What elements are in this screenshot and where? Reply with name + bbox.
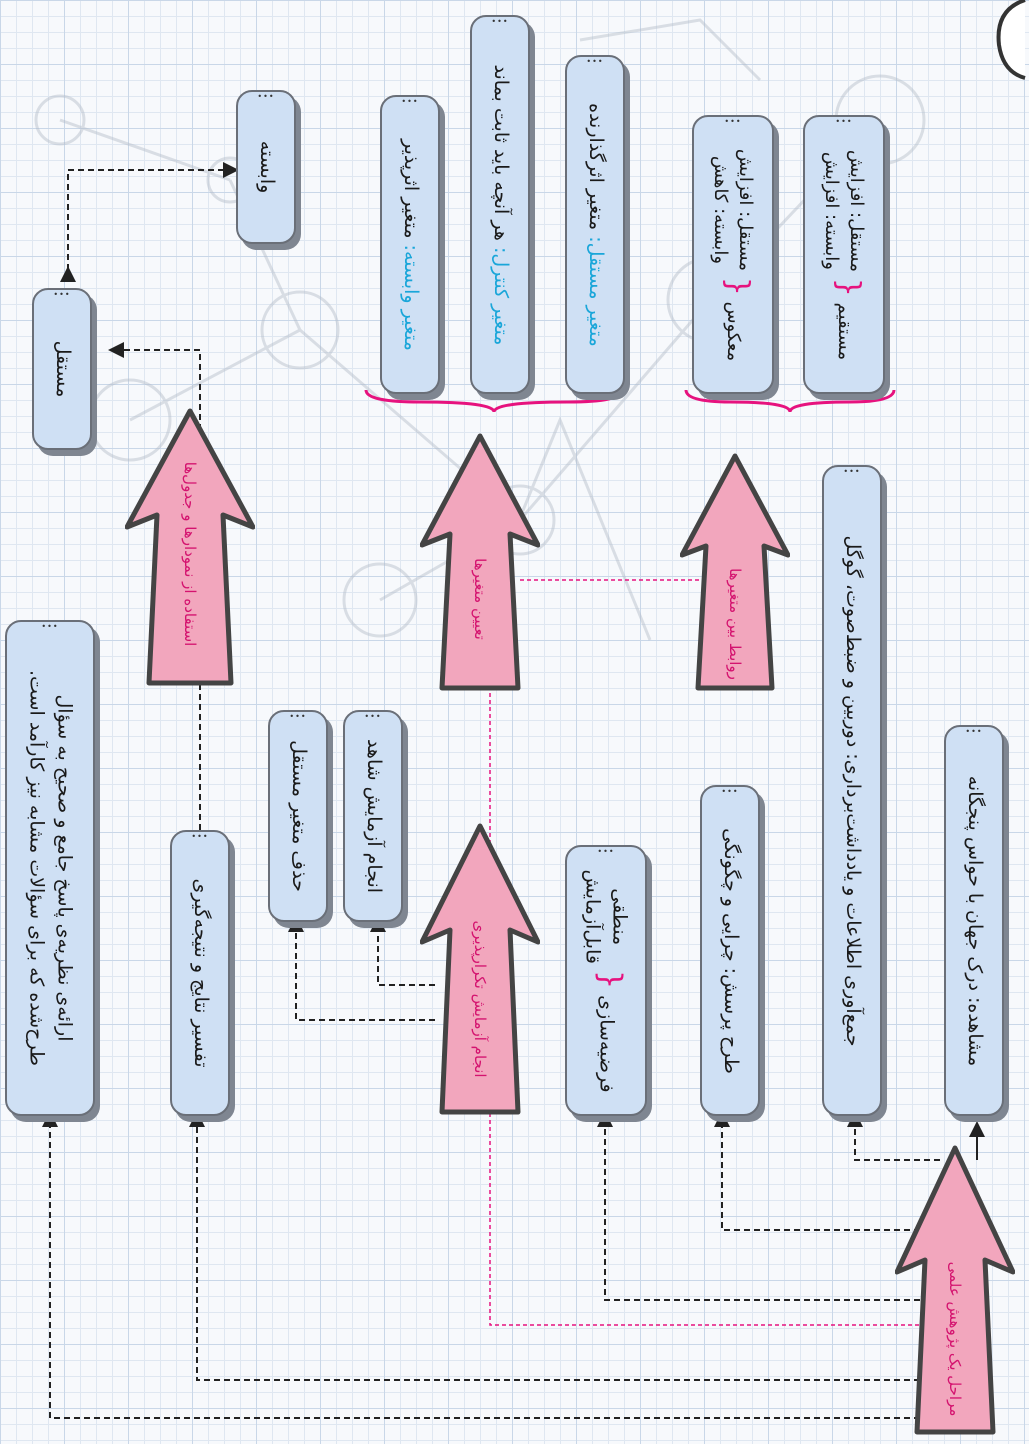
repeat-arrow-label: انجام آزمایش تکرارپذیری [471,920,489,1078]
theory-text: ارائه‌ی نظریه‌ی پاسخ جامع و صحیح به سؤال… [26,669,76,1067]
independent-label: مستقل [51,340,74,398]
data-collection-text: جمع‌آوری اطلاعات و یادداشت‌برداری: دوربی… [841,535,864,1046]
relations-arrow-shape [679,453,791,691]
direct-relation-text: مستقیم { مستقل: افزایش وابسته: افزایش [821,149,868,360]
control-variable-label: متغیر کنترل: [489,246,512,345]
variables-arrow-shape [419,433,541,691]
hypothesis-text: فرضیه‌سازی { منطقی قابل‌آزمایش [582,868,631,1093]
results-box: تفسیر نتایج و نتیجه‌گیری [170,830,230,1116]
inverse-relation-text: معکوس { مستقل: افزایش وابسته: کاهش [710,148,757,361]
variables-arrow-label: تعیین متغیرها [471,558,489,640]
title-arrow-shape [894,1145,1016,1435]
independent-variable-desc: متغیر اثرگذارنده [584,102,607,230]
dependent-variable-label: متغیر وابسته: [399,244,422,351]
independent-variable-text: متغیر مستقل: متغیر اثرگذارنده [582,103,608,347]
charts-arrow-shape [124,408,256,686]
control-variable-box: متغیر کنترل: هر آنچه باید ثابت بماند [470,15,530,394]
remove-independent-box: حذف متغیر مستقل [268,710,328,922]
independent-box: مستقل [32,288,92,450]
observation-text: مشاهده: درک جهان با حواس پنجگانه [963,775,986,1066]
charts-arrow: استفاده از نمودارها و جدول‌ها [124,405,256,690]
relations-arrow: روابط بین متغیرها [679,450,791,695]
hypothesis-box: فرضیه‌سازی { منطقی قابل‌آزمایش [565,845,647,1116]
independent-variable-label: متغیر مستقل: [584,235,607,347]
remove-independent-text: حذف متغیر مستقل [287,740,310,892]
relations-arrow-label: روابط بین متغیرها [726,568,744,680]
control-experiment-text: انجام آزمایش شاهد [362,738,385,894]
theory-box: ارائه‌ی نظریه‌ی پاسخ جامع و صحیح به سؤال… [5,620,95,1116]
dependent-label: وابسته [255,140,278,194]
independent-variable-box: متغیر مستقل: متغیر اثرگذارنده [565,55,625,394]
title-arrow: مراحل یک پژوهش علمی [894,1140,1016,1440]
control-variable-text: متغیر کنترل: هر آنچه باید ثابت بماند [487,64,513,345]
observation-box: مشاهده: درک جهان با حواس پنجگانه [944,725,1004,1116]
dependent-box: وابسته [236,90,296,244]
data-collection-box: جمع‌آوری اطلاعات و یادداشت‌برداری: دوربی… [822,465,882,1116]
direct-relation-box: مستقیم { مستقل: افزایش وابسته: افزایش [803,115,885,394]
repeat-arrow: انجام آزمایش تکرارپذیری [419,820,541,1120]
charts-arrow-label: استفاده از نمودارها و جدول‌ها [181,461,199,647]
control-variable-desc: هر آنچه باید ثابت بماند [489,64,512,241]
variables-arrow: تعیین متغیرها [419,430,541,695]
repeat-arrow-shape [419,823,541,1115]
question-box: طرح پرسش: چرایی و چگونگی [700,785,760,1116]
control-experiment-box: انجام آزمایش شاهد [343,710,403,922]
inverse-relation-box: معکوس { مستقل: افزایش وابسته: کاهش [692,115,774,394]
title-arrow-label: مراحل یک پژوهش علمی [946,1261,964,1417]
results-text: تفسیر نتایج و نتیجه‌گیری [189,878,212,1068]
dependent-variable-text: متغیر وابسته: متغیر اثرپذیر [397,139,423,351]
scroll-corner-decoration [996,0,1026,80]
question-text: طرح پرسش: چرایی و چگونگی [719,827,742,1074]
dependent-variable-desc: متغیر اثرپذیر [399,138,422,239]
dependent-variable-box: متغیر وابسته: متغیر اثرپذیر [380,95,440,394]
